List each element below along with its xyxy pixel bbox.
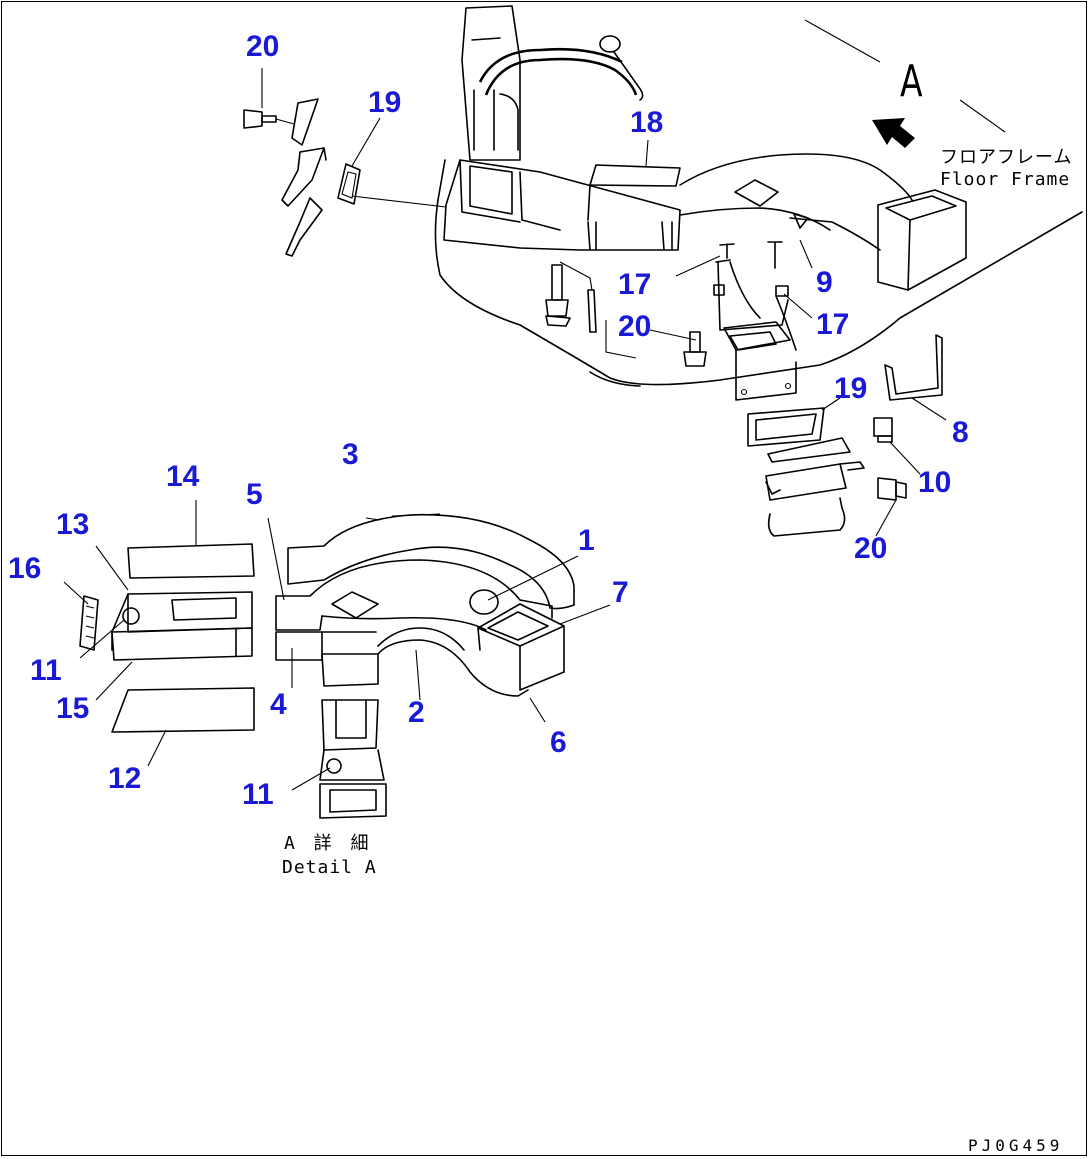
- callout-18: 18: [630, 106, 664, 139]
- detail-caption-en: Detail A: [282, 857, 377, 878]
- callout-16: 16: [8, 552, 42, 585]
- floor-frame-assembly: [351, 5, 1083, 401]
- callout-19: 19: [368, 86, 402, 119]
- drawing-code: PJ0G459: [968, 1136, 1064, 1155]
- callout-2: 2: [408, 696, 425, 729]
- callout-11: 11: [242, 778, 274, 811]
- floor-frame-label-en: Floor Frame: [940, 169, 1071, 190]
- callout-7: 7: [612, 576, 629, 609]
- view-label-a: A: [900, 56, 923, 107]
- detail-a-exploded: [63, 68, 947, 819]
- callout-5: 5: [246, 478, 263, 511]
- callout-3: 3: [342, 438, 359, 471]
- callout-4: 4: [270, 688, 287, 721]
- callout-17: 17: [618, 268, 652, 301]
- callout-9: 9: [816, 266, 833, 299]
- callout-13: 13: [56, 508, 90, 541]
- detail-caption-jp: A 詳 細: [284, 833, 373, 854]
- callout-20: 20: [246, 30, 280, 63]
- callout-8: 8: [952, 416, 969, 449]
- callout-19: 19: [834, 372, 868, 405]
- callout-1: 1: [578, 524, 595, 557]
- callout-15: 15: [56, 692, 90, 725]
- parts-right: [747, 334, 943, 537]
- callout-20: 20: [854, 532, 888, 565]
- callout-12: 12: [108, 762, 142, 795]
- callout-17: 17: [816, 308, 850, 341]
- floor-frame-label-jp: フロアフレーム: [940, 147, 1073, 168]
- callout-14: 14: [166, 460, 200, 493]
- callout-10: 10: [918, 466, 952, 499]
- parts-top-left: [243, 98, 361, 257]
- callout-20: 20: [618, 310, 652, 343]
- callout-6: 6: [550, 726, 567, 759]
- callout-11: 11: [30, 654, 62, 687]
